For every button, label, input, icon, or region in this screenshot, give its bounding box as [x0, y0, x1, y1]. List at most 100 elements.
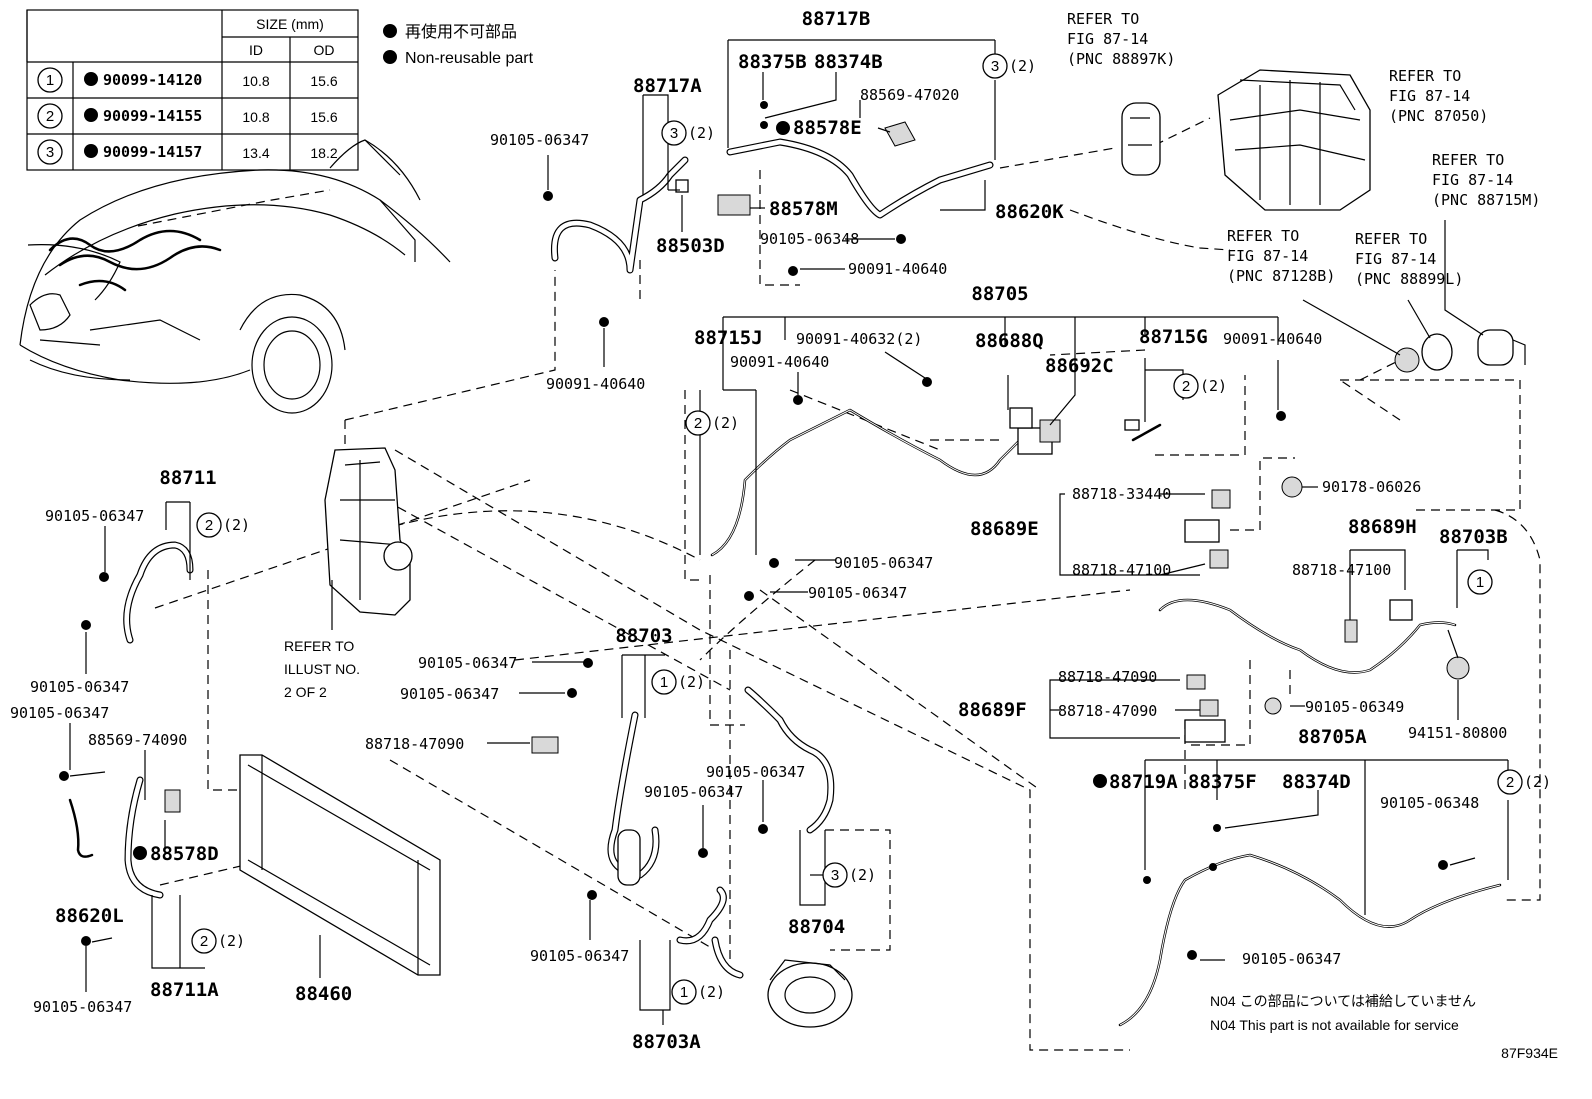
non-reusable-dot-icon — [84, 72, 98, 86]
table-row-1-no: 1 — [46, 72, 54, 89]
label-qty-3c: (2) — [849, 866, 876, 884]
expansion-valve — [1121, 102, 1161, 176]
label-88692C: 88692C — [1045, 355, 1114, 377]
note-en: N04 This part is not available for servi… — [1210, 1017, 1459, 1033]
svg-text:1: 1 — [680, 984, 688, 1001]
label-90105-06348-a: 90105-06348 — [760, 230, 859, 248]
non-reusable-dot-icon — [776, 121, 790, 135]
table-header-size: SIZE (mm) — [256, 16, 324, 32]
table-row-3-id: 13.4 — [242, 145, 269, 161]
ref5-line1: REFER TO — [1355, 230, 1427, 248]
label-88689E: 88689E — [970, 518, 1039, 540]
non-reusable-dot-icon — [84, 108, 98, 122]
compressor — [324, 447, 413, 616]
label-88718-47090-c: 88718-47090 — [1058, 702, 1157, 720]
label-88705: 88705 — [971, 283, 1028, 305]
label-90105-06347-j: 90105-06347 — [706, 763, 805, 781]
ref2-line3: (PNC 87050) — [1389, 107, 1488, 125]
label-90105-06347-l: 90105-06347 — [530, 947, 629, 965]
legend: 再使用不可部品 Non-reusable part — [383, 23, 534, 67]
label-88703: 88703 — [615, 625, 672, 647]
label-qty-1a: (2) — [678, 673, 705, 691]
label-90091-40640-b: 90091-40640 — [546, 375, 645, 393]
label-94151-80800: 94151-80800 — [1408, 724, 1507, 742]
ref6-line3: 2 OF 2 — [284, 684, 327, 700]
legend-jp: 再使用不可部品 — [405, 23, 517, 41]
ref1-line2: FIG 87-14 — [1067, 30, 1148, 48]
label-90105-06347-d: 90105-06347 — [10, 704, 109, 722]
part-labels: 88717B 88375B 88374B (2) 88569-47020 885… — [10, 8, 1551, 1053]
table-header-od: OD — [314, 42, 335, 58]
label-88715J: 88715J — [694, 327, 763, 349]
ref4-line2: FIG 87-14 — [1227, 247, 1308, 265]
label-90091-40640-c: 90091-40640 — [1223, 330, 1322, 348]
label-88620K: 88620K — [995, 201, 1064, 223]
svg-text:1: 1 — [660, 674, 668, 691]
label-qty-2a: (2) — [712, 414, 739, 432]
ref5-line3: (PNC 88899L) — [1355, 270, 1463, 288]
label-88374D: 88374D — [1282, 771, 1351, 793]
legend-en: Non-reusable part — [405, 50, 534, 67]
label-90105-06347-a: 90105-06347 — [490, 131, 589, 149]
callout-circles: 3 3 2 2 2 1 3 2 1 1 2 — [191, 53, 1523, 1005]
label-88689H: 88689H — [1348, 516, 1417, 538]
label-88569-74090: 88569-74090 — [88, 731, 187, 749]
label-90105-06347-h: 90105-06347 — [418, 654, 517, 672]
table-row-2-od: 15.6 — [310, 109, 337, 125]
label-90105-06349: 90105-06349 — [1305, 698, 1404, 716]
label-88717A: 88717A — [633, 75, 702, 97]
condenser-88460 — [239, 754, 441, 976]
footnotes: N04 この部品については補給していません N04 This part is n… — [1210, 993, 1558, 1061]
label-88460: 88460 — [295, 983, 352, 1005]
label-90105-06347-g: 90105-06347 — [808, 584, 907, 602]
ref5-line2: FIG 87-14 — [1355, 250, 1436, 268]
label-90091-40640-a: 90091-40640 — [848, 260, 947, 278]
label-88718-33440: 88718-33440 — [1072, 485, 1171, 503]
car-illustration — [19, 139, 451, 414]
table-row-3-od: 18.2 — [310, 145, 337, 161]
label-qty-2b: (2) — [1200, 377, 1227, 395]
label-88375F: 88375F — [1188, 771, 1257, 793]
label-88711A: 88711A — [150, 979, 219, 1001]
label-90105-06347-f: 90105-06347 — [834, 554, 933, 572]
table-row-3-no: 3 — [46, 144, 54, 161]
ref6-line1: REFER TO — [284, 638, 354, 654]
label-88705A: 88705A — [1298, 726, 1367, 748]
label-88718-47100-a: 88718-47100 — [1072, 561, 1171, 579]
label-88703B: 88703B — [1439, 526, 1508, 548]
ref4-line3: (PNC 87128B) — [1227, 267, 1335, 285]
label-88703A: 88703A — [632, 1031, 701, 1053]
label-88718-47090-b: 88718-47090 — [1058, 668, 1157, 686]
label-qty-3b: (2) — [688, 124, 715, 142]
ref3-line2: FIG 87-14 — [1432, 171, 1513, 189]
label-90178-06026: 90178-06026 — [1322, 478, 1421, 496]
leader-lines — [69, 39, 1509, 1025]
receiver-tank — [617, 829, 641, 886]
label-88620L: 88620L — [55, 905, 124, 927]
label-90105-06348-b: 90105-06348 — [1380, 794, 1479, 812]
table-header-id: ID — [249, 42, 263, 58]
bolt-icons — [59, 101, 1448, 960]
ref2-line2: FIG 87-14 — [1389, 87, 1470, 105]
label-88375B: 88375B — [738, 51, 807, 73]
label-qty-1b: (2) — [698, 983, 725, 1001]
label-88715G: 88715G — [1139, 326, 1208, 348]
label-88578D: 88578D — [150, 843, 219, 865]
non-reusable-dot-icon — [133, 846, 147, 860]
non-reusable-dot-icon — [84, 144, 98, 158]
note-jp: N04 この部品については補給していません — [1210, 993, 1476, 1009]
ref4-line1: REFER TO — [1227, 227, 1299, 245]
label-88711: 88711 — [159, 467, 216, 489]
label-88578E: 88578E — [793, 117, 862, 139]
label-90105-06347-b: 90105-06347 — [45, 507, 144, 525]
non-reusable-dot-icon — [1093, 774, 1107, 788]
hvac-unit — [1217, 69, 1371, 211]
ref3-line3: (PNC 88715M) — [1432, 191, 1540, 209]
svg-text:2: 2 — [1506, 774, 1514, 791]
table-row-2-pn: 90099-14155 — [103, 107, 202, 125]
table-row-3-pn: 90099-14157 — [103, 143, 202, 161]
svg-text:1: 1 — [1476, 574, 1484, 591]
label-qty-3a: (2) — [1009, 57, 1036, 75]
label-90105-06347-i: 90105-06347 — [400, 685, 499, 703]
svg-text:3: 3 — [831, 867, 839, 884]
